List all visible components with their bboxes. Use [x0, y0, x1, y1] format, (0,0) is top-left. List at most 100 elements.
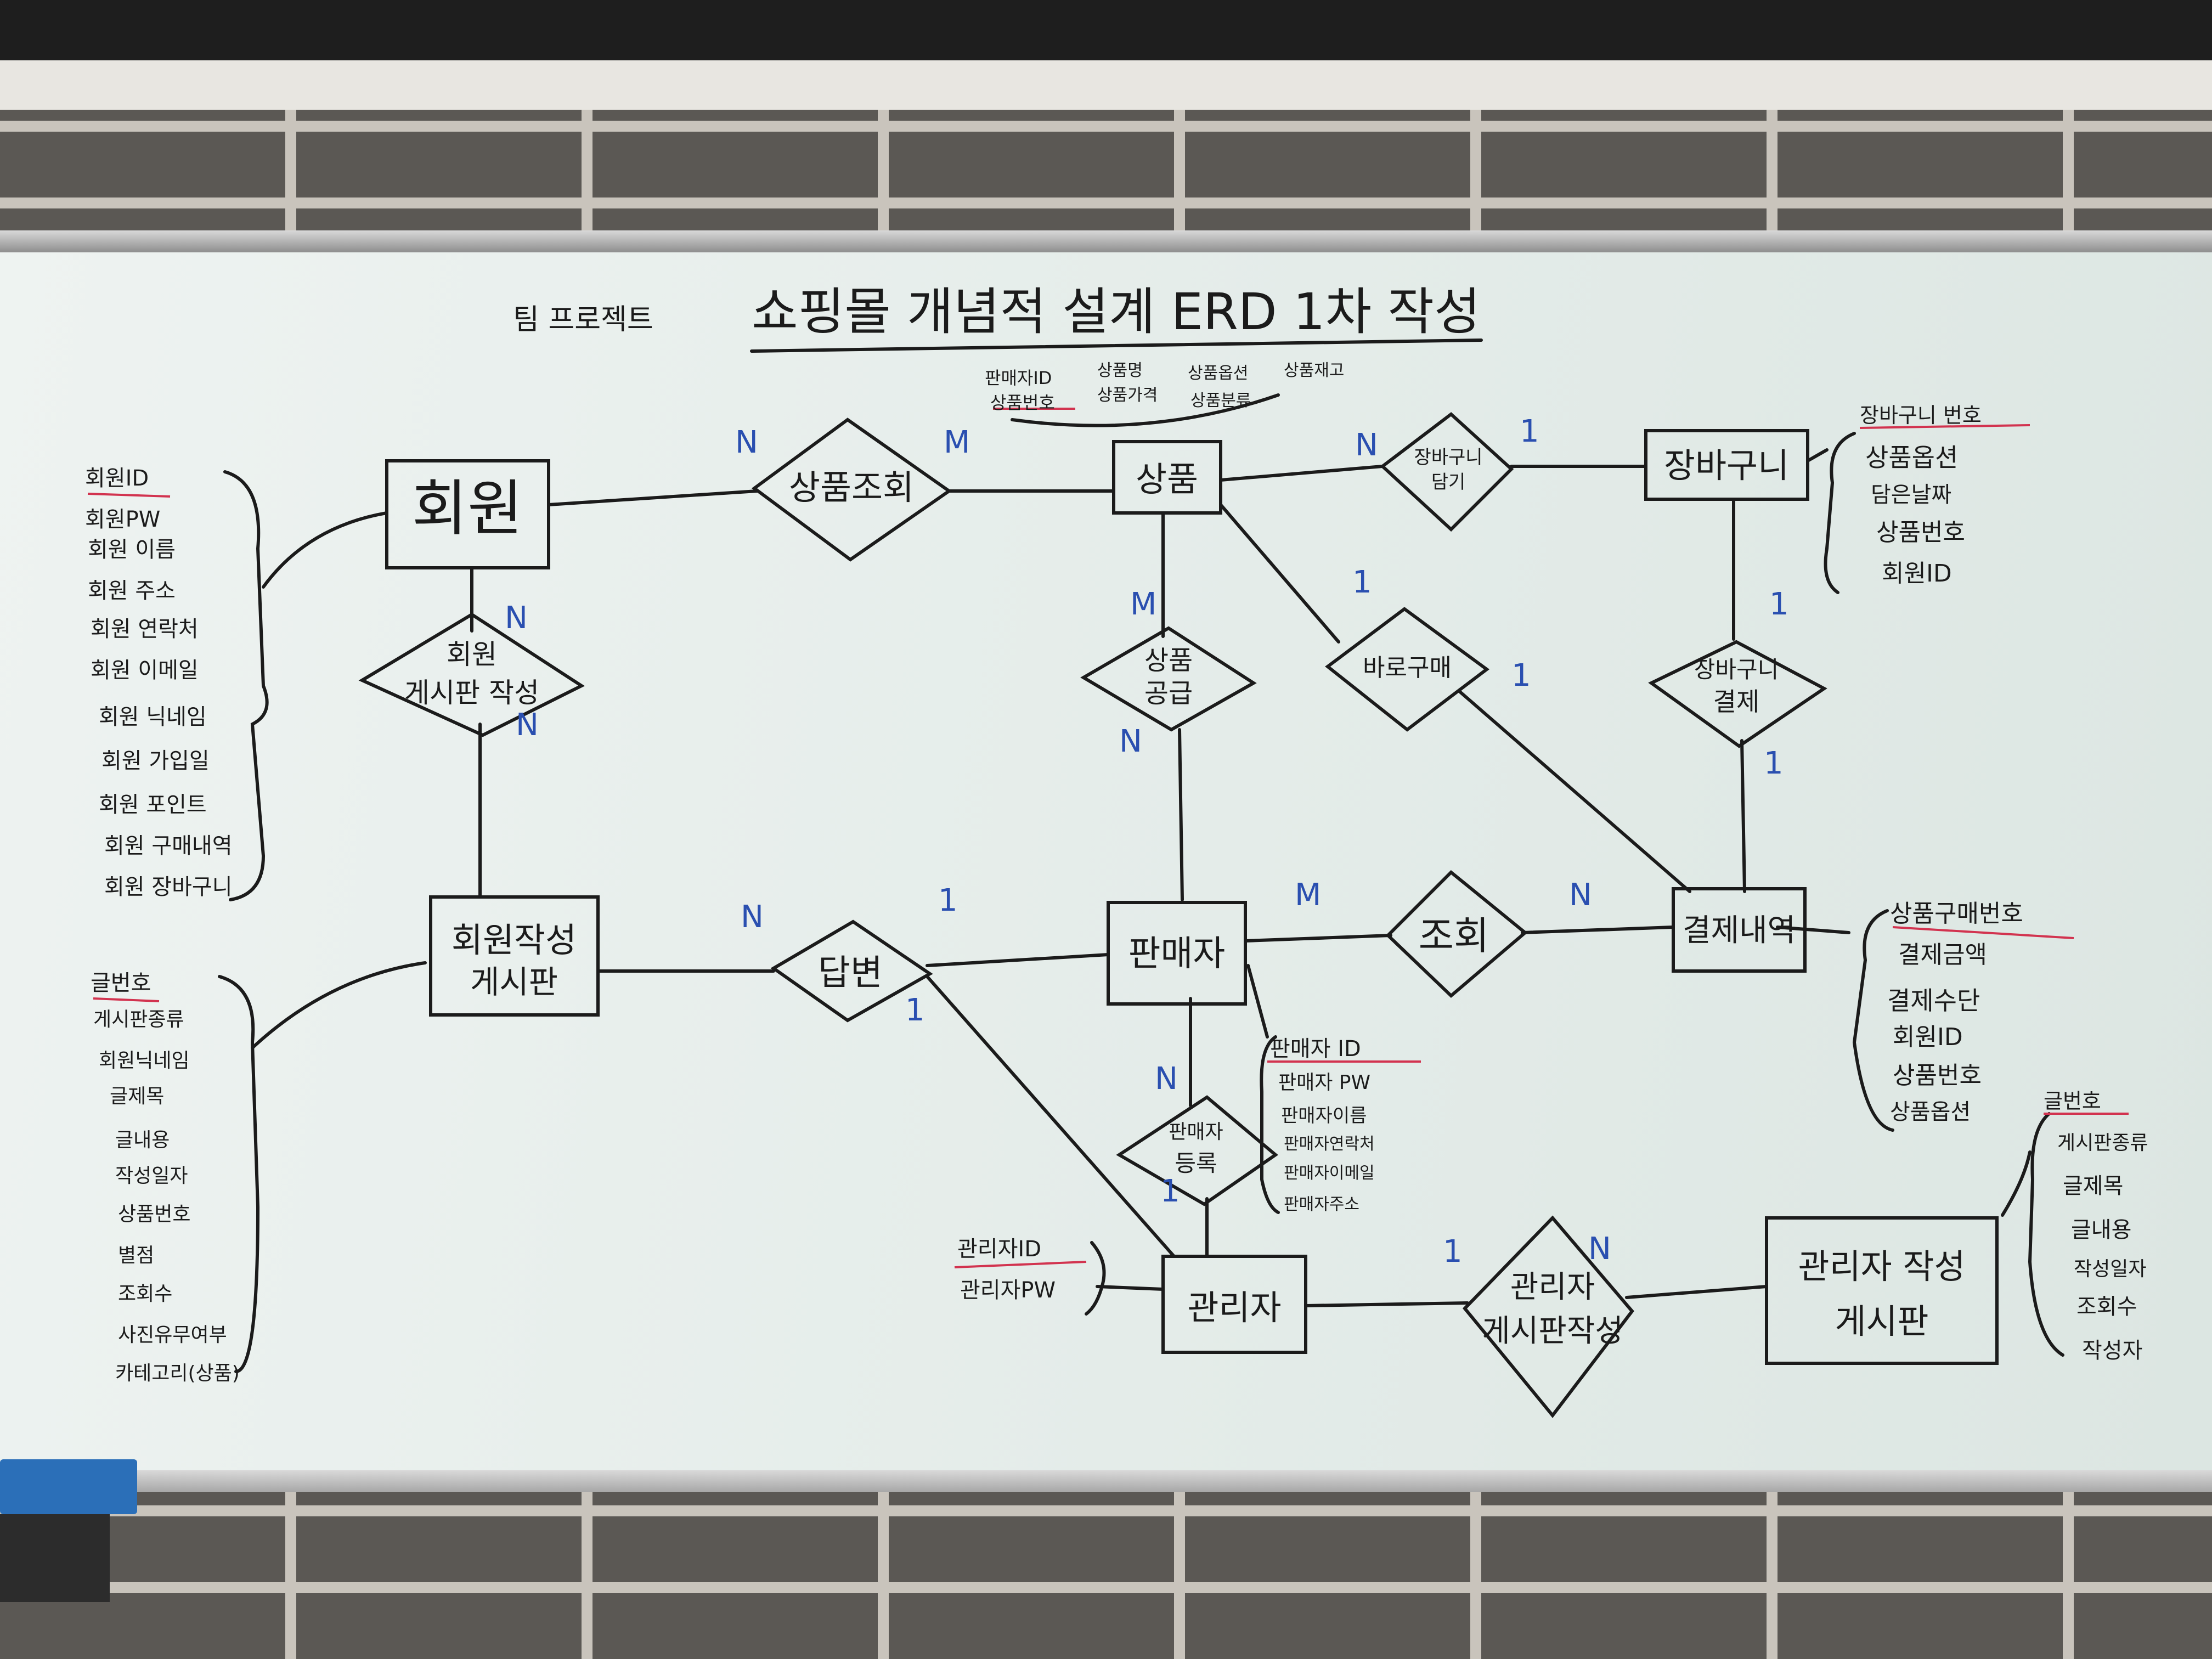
rel-product-supply-diamond [1080, 626, 1257, 732]
attr-payment-2: 결제수단 [1887, 986, 1980, 1015]
line-answer-seller [926, 953, 1110, 967]
attr-board-4: 글내용 [115, 1129, 170, 1152]
pk-underline-admin [954, 1261, 1087, 1268]
line-member-view [547, 489, 759, 506]
eraser [0, 1459, 137, 1514]
attr-seller-2: 판매자이름 [1281, 1105, 1367, 1127]
rel-member-write-label-2: 게시판 작성 [404, 677, 539, 709]
attr-board-6: 상품번호 [118, 1203, 190, 1226]
attr-member-8: 회원 포인트 [99, 792, 207, 817]
card-member-write-bottom: N [516, 707, 539, 743]
card-cart-side: 1 [1520, 414, 1539, 449]
rel-admin-write-label-2: 게시판작성 [1482, 1313, 1623, 1349]
attr-product-c3-1: 상품분류 [1190, 391, 1251, 410]
card-admin-write-right: N [1588, 1231, 1611, 1267]
rel-seller-register-label-2: 등록 [1175, 1150, 1217, 1177]
whiteboard-frame-top [0, 230, 2212, 252]
card-answer-right: 1 [938, 883, 958, 918]
rel-cart-add-label-1: 장바구니 [1414, 447, 1482, 469]
whiteboard [0, 252, 2212, 1470]
link-board-attrs [251, 961, 427, 1049]
rel-inquiry-diamond [1385, 870, 1528, 998]
entity-cart-box [1644, 429, 1809, 501]
attr-payment-3: 회원ID [1893, 1023, 1963, 1051]
link-admin-attrs [1096, 1285, 1165, 1291]
line-inquiry-payment [1521, 926, 1675, 934]
card-supply-top: M [1130, 586, 1156, 622]
entity-admin-board-label-2: 게시판 [1835, 1301, 1928, 1341]
card-supply-bottom: N [1119, 724, 1142, 759]
card-view-product: M [944, 425, 970, 460]
attr-adminboard-1: 게시판종류 [2057, 1132, 2148, 1154]
entity-payment-box [1672, 887, 1807, 973]
attr-board-5: 작성일자 [115, 1165, 188, 1187]
entity-admin-box [1161, 1255, 1307, 1354]
attr-cart-0: 장바구니 번호 [1860, 403, 1982, 427]
attr-admin-1: 관리자PW [960, 1278, 1056, 1303]
pk-underline-cart [1859, 424, 2030, 429]
attr-member-0: 회원ID [85, 466, 149, 491]
brace-admin [1085, 1241, 1106, 1316]
rel-buy-now-label: 바로구매 [1363, 654, 1452, 682]
attr-board-8: 조회수 [118, 1283, 172, 1305]
attr-payment-4: 상품번호 [1893, 1062, 1982, 1090]
attr-member-3: 회원 주소 [88, 578, 176, 603]
entity-admin-board-box [1765, 1216, 1999, 1365]
title-underline [750, 338, 1483, 353]
link-member-attrs [262, 511, 388, 589]
attr-adminboard-0: 글번호 [2044, 1089, 2101, 1113]
rel-product-view-diamond [751, 417, 952, 562]
rel-inquiry-label: 조회 [1419, 913, 1489, 958]
attr-member-5: 회원 이메일 [91, 658, 199, 683]
rel-cart-add-diamond [1380, 412, 1514, 532]
attr-product-c1-0: 판매자ID [985, 368, 1052, 388]
attr-member-6: 회원 닉네임 [99, 704, 207, 730]
attr-product-c1-1: 상품번호 [990, 392, 1055, 413]
link-product-attrs [1011, 393, 1280, 427]
card-seller-reg-top: N [1155, 1061, 1178, 1097]
page-title: 쇼핑몰 개념적 설계 ERD 1차 작성 [752, 283, 1481, 341]
line-cartpay-payment [1740, 739, 1746, 893]
card-member-view: N [735, 425, 758, 460]
rel-answer-diamond [770, 919, 933, 1023]
card-answer-left: N [741, 899, 764, 935]
rel-seller-register-label-1: 판매자 [1169, 1121, 1223, 1143]
attr-payment-5: 상품옵션 [1890, 1099, 1971, 1125]
attr-admin-0: 관리자ID [957, 1237, 1041, 1262]
rel-cart-pay-label-1: 장바구니 [1694, 656, 1779, 683]
brace-adminboard [2028, 1112, 2064, 1357]
rel-product-supply-label-2: 공급 [1144, 678, 1193, 709]
card-admin-write-left: 1 [1443, 1234, 1463, 1269]
ceiling [0, 0, 2212, 66]
attr-adminboard-4: 작성일자 [2074, 1258, 2146, 1280]
rel-admin-write-diamond [1462, 1215, 1634, 1418]
link-payment-attrs [1776, 926, 1850, 934]
card-inquiry-right: N [1569, 877, 1592, 913]
line-supply-seller [1178, 728, 1184, 901]
line-admin-adminwrite [1304, 1301, 1469, 1307]
attr-product-c3-0: 상품옵션 [1188, 364, 1248, 383]
attr-product-c2-1: 상품가격 [1097, 386, 1158, 405]
attr-cart-2: 담은날짜 [1871, 482, 1951, 507]
attr-member-4: 회원 연락처 [91, 617, 199, 642]
card-buy-now-top: 1 [1352, 565, 1372, 600]
line-answer-admin [926, 975, 1176, 1258]
attr-seller-5: 판매자주소 [1284, 1195, 1359, 1214]
rel-member-write-label-1: 회원 [447, 639, 497, 670]
link-cart-attrs [1806, 448, 1829, 462]
attr-board-0: 글번호 [91, 970, 151, 996]
rel-seller-register-diamond [1116, 1095, 1278, 1206]
rel-member-write-diamond [358, 612, 585, 737]
attr-cart-3: 상품번호 [1876, 518, 1965, 546]
attr-board-9: 사진유무여부 [118, 1324, 227, 1346]
link-adminboard-attrs [2001, 1150, 2032, 1217]
link-seller-attrs [1246, 964, 1269, 1039]
attr-board-1: 게시판종류 [93, 1008, 184, 1031]
attr-seller-1: 판매자 PW [1278, 1071, 1370, 1094]
attr-payment-1: 결제금액 [1898, 941, 1987, 969]
pk-underline-board [93, 997, 160, 1002]
brace-cart [1824, 432, 1856, 594]
card-inquiry-left: M [1295, 877, 1321, 913]
brace-seller [1260, 1035, 1280, 1214]
